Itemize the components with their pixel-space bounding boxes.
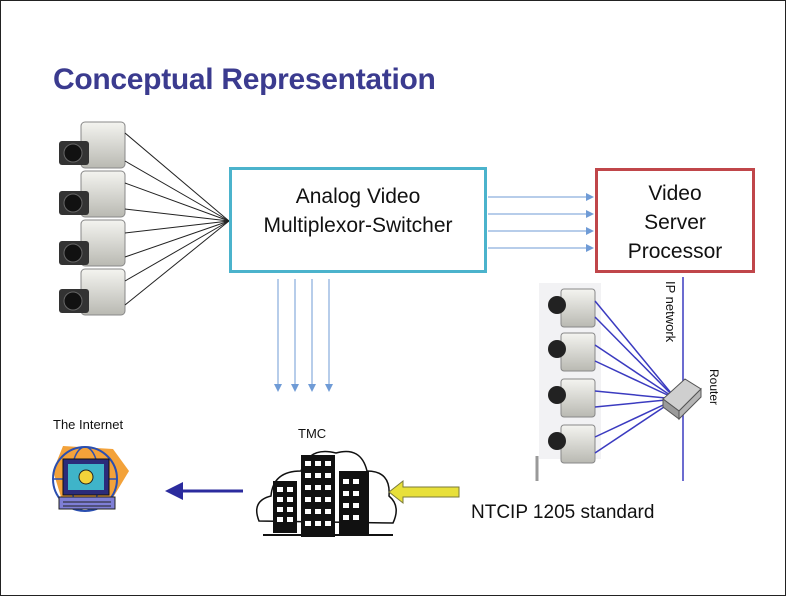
multiplexor-switcher-box: Analog Video Multiplexor-Switcher <box>229 167 487 273</box>
router-label: Router <box>707 369 721 406</box>
mux-to-server-arrows <box>488 193 594 252</box>
server-box-line-1: Video <box>648 182 702 205</box>
video-server-box: Video Server Processor <box>595 168 755 273</box>
building-icon <box>256 450 397 537</box>
server-box-line-2: Server <box>644 211 706 234</box>
camera-icon <box>548 332 596 372</box>
camera-icon <box>548 288 596 328</box>
server-box-line-3: Processor <box>627 240 723 263</box>
ip-camera-group <box>535 277 702 481</box>
tmc-label: TMC <box>298 426 327 441</box>
ip-network-label: IP network <box>663 281 678 343</box>
analog-camera-stack <box>59 121 126 316</box>
mux-box-line-1: Analog Video <box>295 185 421 208</box>
camera-icon <box>548 378 596 418</box>
mux-to-tmc-arrows <box>274 279 333 392</box>
tmc-to-internet-arrow <box>165 482 243 500</box>
router-icon <box>662 378 702 421</box>
camera-icon <box>59 268 126 316</box>
internet-label: The Internet <box>53 417 124 432</box>
slide-title: Conceptual Representation <box>53 63 436 96</box>
camera-icon <box>59 219 126 267</box>
camera-icon <box>59 170 126 218</box>
camera-icon <box>59 121 126 169</box>
ntcip-label: NTCIP 1205 standard <box>471 502 655 523</box>
globe-computer-icon <box>52 446 129 512</box>
ntcip-arrow <box>388 479 460 505</box>
mux-box-line-2: Multiplexor-Switcher <box>263 214 453 237</box>
camera-to-mux-lines <box>124 132 230 306</box>
camera-icon <box>548 424 596 464</box>
